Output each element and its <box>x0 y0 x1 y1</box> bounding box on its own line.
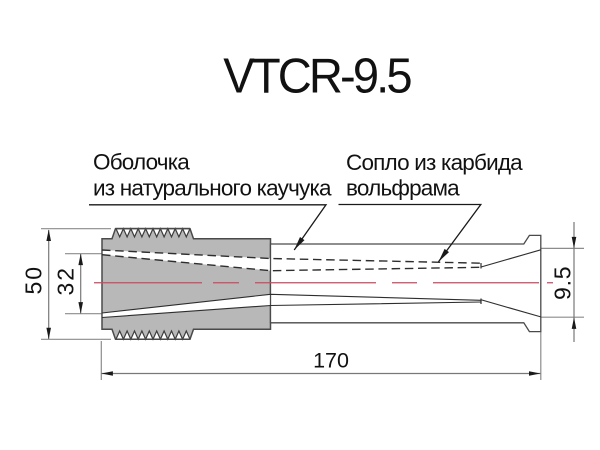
svg-text:Оболочка: Оболочка <box>93 150 190 175</box>
svg-text:32: 32 <box>53 266 79 296</box>
svg-text:из натурального каучука: из натурального каучука <box>93 176 332 201</box>
svg-text:VTCR-9.5: VTCR-9.5 <box>223 49 411 104</box>
svg-text:9.5: 9.5 <box>550 266 576 300</box>
svg-text:50: 50 <box>21 265 47 295</box>
svg-text:Сопло из карбида: Сопло из карбида <box>346 150 523 175</box>
svg-text:170: 170 <box>313 348 349 372</box>
svg-text:вольфрама: вольфрама <box>346 176 460 201</box>
